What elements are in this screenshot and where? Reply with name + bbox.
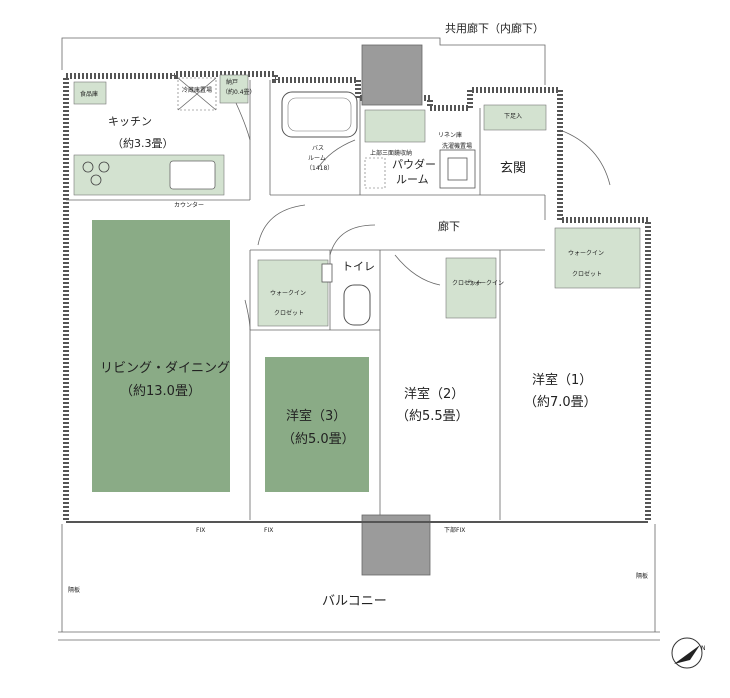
label-shoe: 下足入 xyxy=(504,113,522,120)
label-bath: バス xyxy=(312,145,324,152)
washer-drum xyxy=(447,157,468,181)
label-room3-size: （約5.0畳） xyxy=(282,432,355,447)
storage-box xyxy=(219,74,249,104)
label-closet-room3: クロゼット xyxy=(274,309,304,317)
shaft-top xyxy=(361,44,423,106)
room3-area-fill xyxy=(265,357,369,492)
shaft-bottom xyxy=(361,514,431,576)
interior-walls xyxy=(66,80,546,520)
north-arrow-icon: N xyxy=(671,637,706,669)
label-toilet: トイレ xyxy=(342,260,375,273)
label-fix-1: FIX xyxy=(196,527,205,534)
label-fridge: 冷蔵庫置場 xyxy=(182,86,212,94)
bathtub xyxy=(281,91,358,138)
linen-box xyxy=(364,109,426,143)
fridge-cross-b xyxy=(177,77,217,111)
label-balcony: バルコニー xyxy=(322,594,387,609)
label-fix-2: FIX xyxy=(264,527,273,534)
label-powder2: ルーム xyxy=(396,173,429,186)
pantry-box xyxy=(73,81,107,105)
label-living-size: （約13.0畳） xyxy=(120,384,201,399)
upper-storage-box xyxy=(364,157,386,189)
label-washer: 洗濯機置場 xyxy=(442,142,472,150)
label-counter: カウンター xyxy=(174,201,204,209)
label-room2-size: （約5.5畳） xyxy=(396,409,469,424)
label-closet-room2: クロゼット xyxy=(452,279,482,287)
bathtub-inner xyxy=(287,97,352,132)
label-pantry: 食品庫 xyxy=(80,90,98,98)
label-walkin-room2: ウォークイン xyxy=(468,279,504,287)
label-partition-left: 隔板 xyxy=(68,586,80,594)
closet-room3-box xyxy=(257,259,329,327)
label-kitchen-size: （約3.3畳） xyxy=(112,136,174,150)
toilet-bowl xyxy=(343,284,371,326)
label-room3: 洋室（3） xyxy=(286,408,346,424)
living-area-fill xyxy=(92,220,230,492)
label-storage: 納戸 xyxy=(226,78,238,86)
label-kitchen: キッチン xyxy=(108,115,152,128)
label-room1: 洋室（1） xyxy=(532,372,592,388)
label-bath-size: （1418） xyxy=(306,165,333,172)
svg-text:N: N xyxy=(701,645,706,652)
closet-room2-box xyxy=(445,257,497,319)
sink xyxy=(169,160,216,190)
label-partition-right: 隔板 xyxy=(636,572,648,580)
closet-room1-box xyxy=(554,227,641,289)
label-walkin-room3: ウォークイン xyxy=(270,289,306,297)
label-living: リビング・ダイニング xyxy=(100,361,230,376)
label-walkin-room1: ウォークイン xyxy=(568,249,604,257)
label-entrance: 玄関 xyxy=(500,161,526,176)
common-corridor-outline xyxy=(61,37,546,85)
label-fix-3: 下部FIX xyxy=(444,526,465,534)
label-bath2: ルーム xyxy=(308,155,326,162)
label-linen: リネン庫 xyxy=(438,131,462,139)
label-room2: 洋室（2） xyxy=(404,386,464,402)
label-upper-storage: 上部三面鏡収納 xyxy=(370,149,412,157)
door-swings xyxy=(235,102,611,331)
label-hall: 廊下 xyxy=(438,219,460,233)
shoe-box xyxy=(483,104,547,131)
stove-icon xyxy=(82,161,110,186)
label-storage-size: （約0.4畳） xyxy=(222,88,256,96)
label-room1-size: （約7.0畳） xyxy=(524,395,597,410)
label-closet-room1: クロゼット xyxy=(572,270,602,278)
label-powder: パウダー xyxy=(392,157,436,171)
washer-box xyxy=(439,149,476,189)
label-corridor-common: 共用廊下（内廊下） xyxy=(445,21,544,35)
toilet-tank xyxy=(321,263,333,283)
